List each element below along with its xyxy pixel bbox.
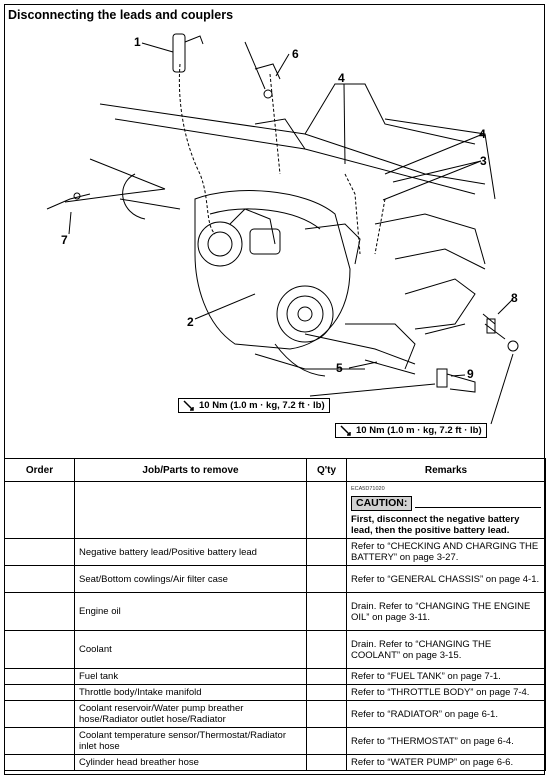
table-row: Throttle body/Intake manifold Refer to “…: [4, 684, 546, 701]
table-header-row: Order Job/Parts to remove Q'ty Remarks: [4, 458, 546, 482]
header-remarks: Remarks: [346, 458, 546, 482]
torque-wrench-icon: [183, 400, 194, 411]
callout-9: 9: [467, 367, 474, 381]
table-row: Fuel tank Refer to “FUEL TANK” on page 7…: [4, 668, 546, 685]
job-cell: Cylinder head breather hose: [74, 754, 307, 771]
remarks-cell: Refer to “THROTTLE BODY” on page 7-4.: [346, 684, 546, 701]
torque-spec-1: 10 Nm (1.0 m · kg, 7.2 ft · lb): [178, 398, 330, 413]
page-title: Disconnecting the leads and couplers: [8, 8, 234, 22]
job-cell: Fuel tank: [74, 668, 307, 685]
callout-8: 8: [511, 291, 518, 305]
job-cell: Coolant reservoir/Water pump breather ho…: [74, 700, 307, 728]
caution-cell: ECA5D71020 CAUTION: First, disconnect th…: [346, 481, 546, 539]
job-cell: Negative battery lead/Positive battery l…: [74, 538, 307, 566]
remarks-cell: Drain. Refer to “CHANGING THE ENGINE OIL…: [346, 592, 546, 631]
job-cell: Seat/Bottom cowlings/Air filter case: [74, 565, 307, 593]
remarks-cell: Refer to “RADIATOR” on page 6-1.: [346, 700, 546, 728]
remarks-cell: Refer to “WATER PUMP” on page 6-6.: [346, 754, 546, 771]
callout-4b: 4: [479, 127, 486, 141]
header-job: Job/Parts to remove: [74, 458, 307, 482]
callout-2: 2: [187, 315, 194, 329]
table-row: Seat/Bottom cowlings/Air filter case Ref…: [4, 565, 546, 593]
caution-label: CAUTION:: [351, 496, 413, 511]
callout-3: 3: [480, 154, 487, 168]
callout-5: 5: [336, 361, 343, 375]
job-cell: Throttle body/Intake manifold: [74, 684, 307, 701]
job-cell: Coolant: [74, 630, 307, 669]
remarks-cell: Drain. Refer to “CHANGING THE COOLANT” o…: [346, 630, 546, 669]
callout-7: 7: [61, 233, 68, 247]
table-row: Coolant temperature sensor/Thermostat/Ra…: [4, 727, 546, 755]
caution-code: ECA5D71020: [351, 486, 385, 492]
page-frame: [4, 4, 545, 775]
table-row: Engine oil Drain. Refer to “CHANGING THE…: [4, 592, 546, 631]
caution-text: First, disconnect the negative battery l…: [351, 514, 520, 536]
table-row: Coolant Drain. Refer to “CHANGING THE CO…: [4, 630, 546, 669]
remarks-cell: Refer to “GENERAL CHASSIS” on page 4-1.: [346, 565, 546, 593]
remarks-cell: Refer to “FUEL TANK” on page 7-1.: [346, 668, 546, 685]
callout-6: 6: [292, 47, 299, 61]
torque-value: 10 Nm (1.0 m · kg, 7.2 ft · lb): [356, 425, 482, 436]
job-cell: Coolant temperature sensor/Thermostat/Ra…: [74, 727, 307, 755]
remarks-cell: Refer to “THERMOSTAT” on page 6-4.: [346, 727, 546, 755]
callout-1: 1: [134, 35, 141, 49]
table-row: Coolant reservoir/Water pump breather ho…: [4, 700, 546, 728]
remarks-cell: Refer to “CHECKING AND CHARGING THE BATT…: [346, 538, 546, 566]
header-order: Order: [4, 458, 75, 482]
torque-wrench-icon: [340, 425, 351, 436]
parts-table: Order Job/Parts to remove Q'ty Remarks E…: [4, 458, 546, 771]
header-qty: Q'ty: [306, 458, 347, 482]
engine-diagram: 1 2 3 4 4 5 6 7 8 9: [46, 33, 519, 425]
job-cell: Engine oil: [74, 592, 307, 631]
callout-4a: 4: [338, 71, 345, 85]
table-row: Cylinder head breather hose Refer to “WA…: [4, 754, 546, 771]
torque-spec-2: 10 Nm (1.0 m · kg, 7.2 ft · lb): [335, 423, 487, 438]
torque-value: 10 Nm (1.0 m · kg, 7.2 ft · lb): [199, 400, 325, 411]
table-row: Negative battery lead/Positive battery l…: [4, 538, 546, 566]
table-row-caution: ECA5D71020 CAUTION: First, disconnect th…: [4, 481, 546, 539]
